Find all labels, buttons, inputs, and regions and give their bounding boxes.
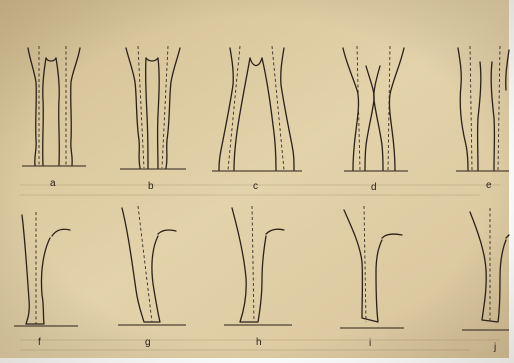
label-i: i (369, 338, 371, 349)
label-e: e (486, 180, 492, 191)
label-g: g (145, 337, 151, 348)
label-f: f (38, 337, 41, 348)
label-b: b (148, 181, 154, 192)
label-d: d (371, 182, 377, 193)
label-c: c (253, 181, 258, 192)
label-a: a (50, 178, 56, 189)
label-h: h (256, 337, 262, 348)
label-j: j (493, 342, 496, 353)
